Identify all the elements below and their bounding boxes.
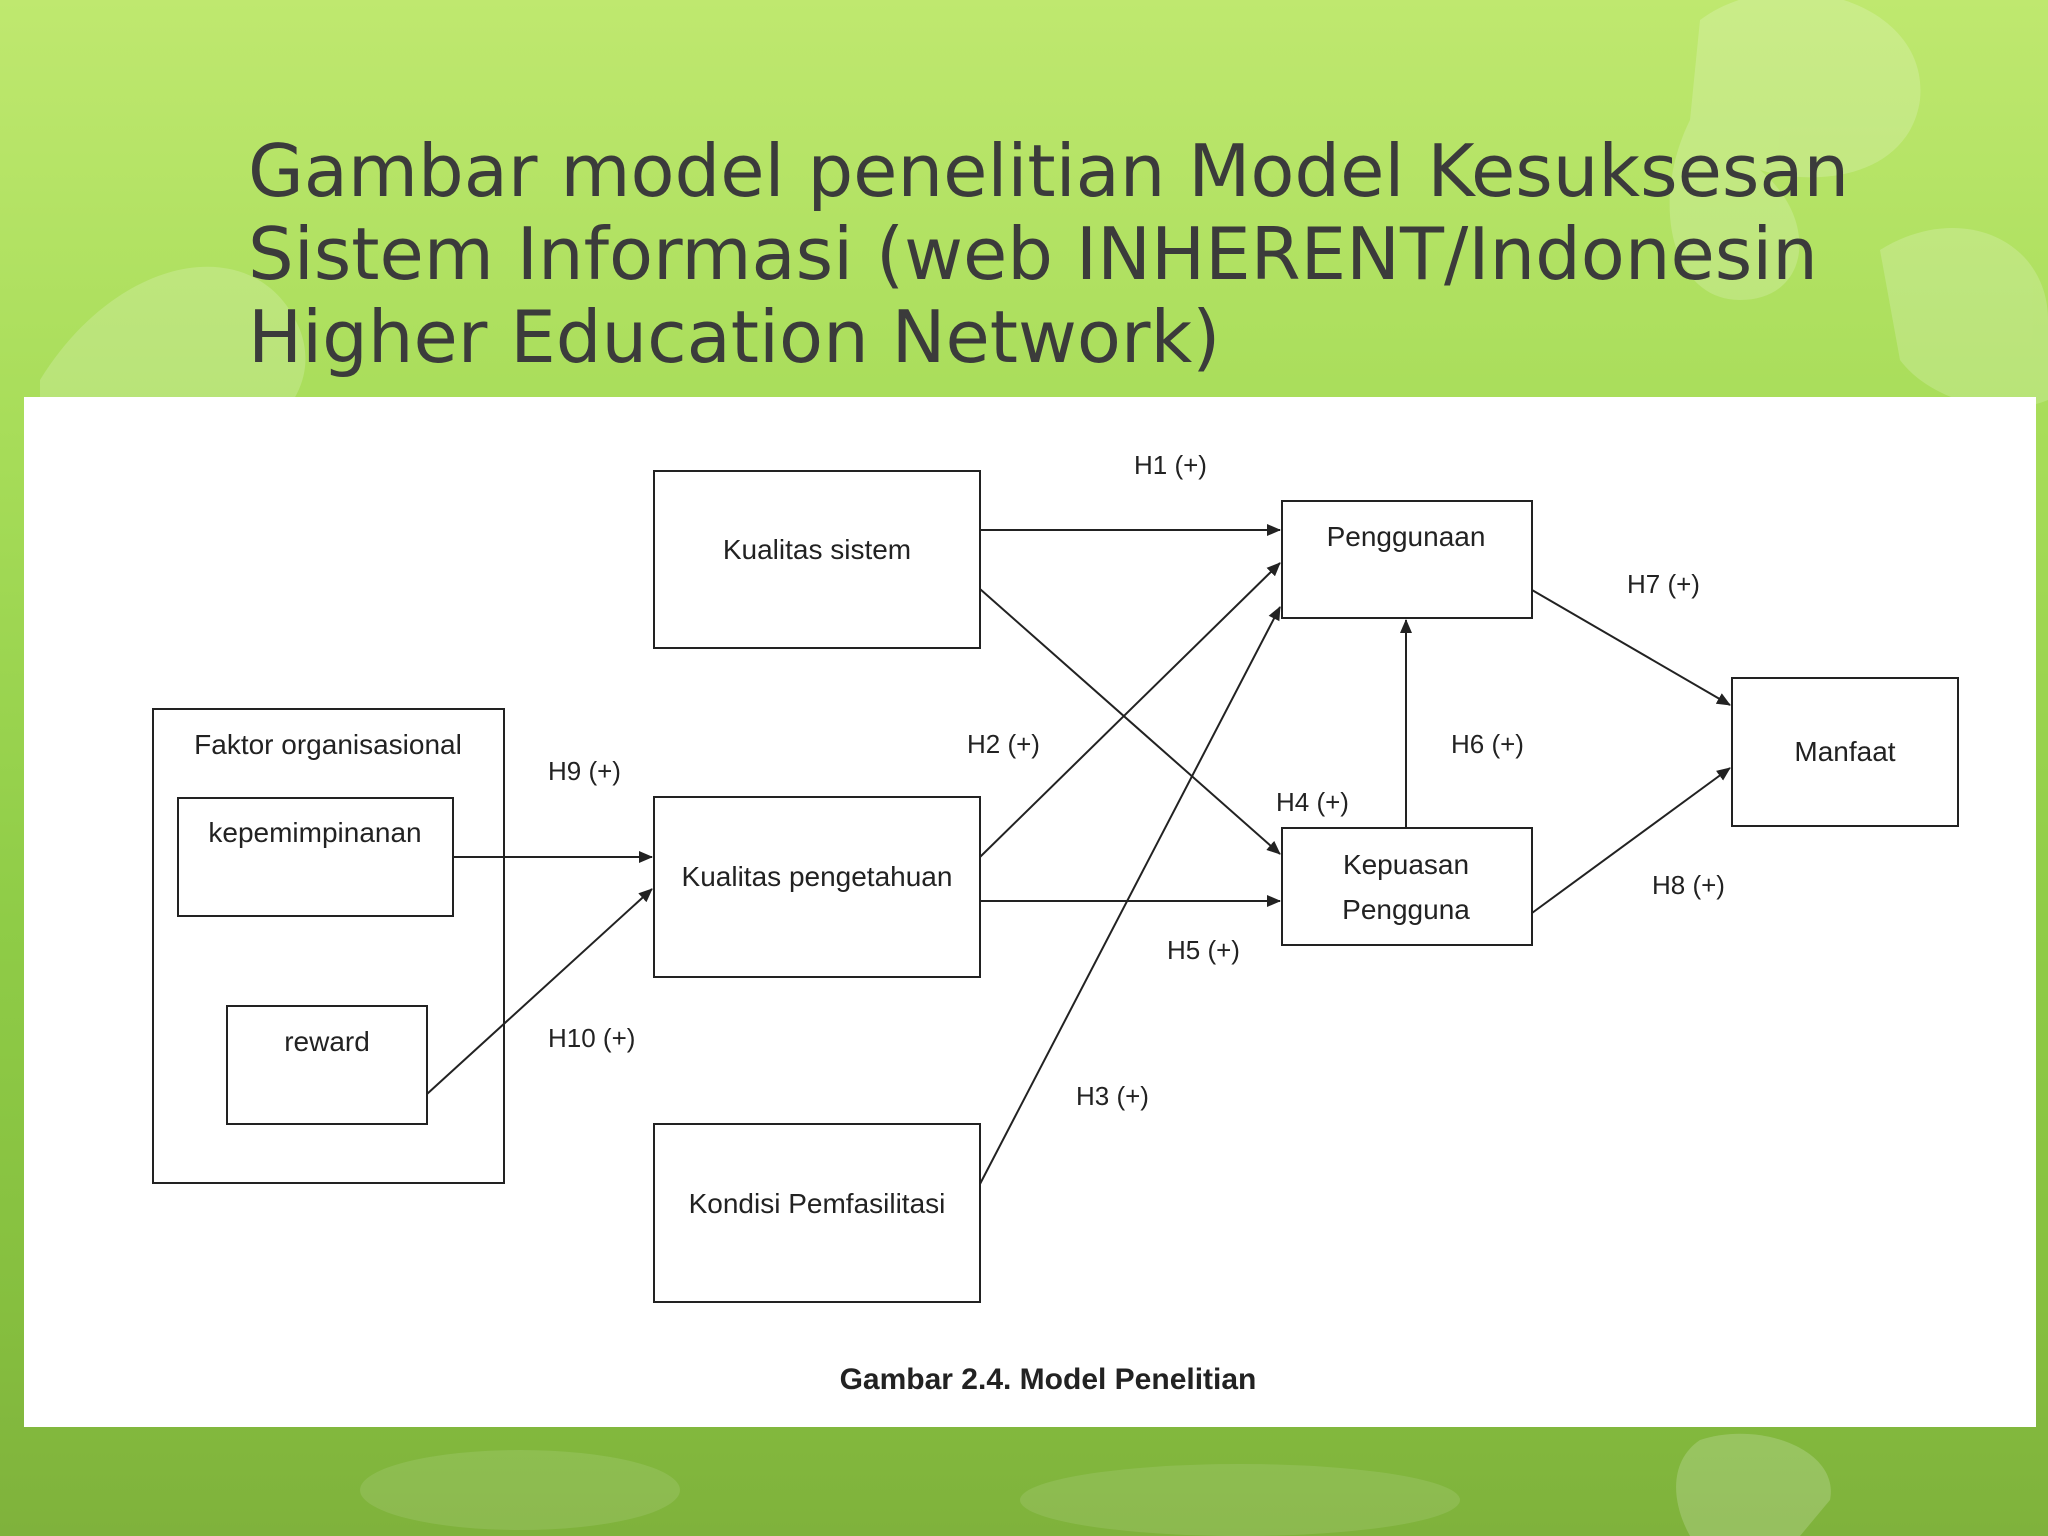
node-kepemimpinanan — [177, 797, 454, 917]
node-reward — [226, 1005, 428, 1125]
node-kepuasan-pengguna — [1281, 827, 1533, 946]
hypothesis-h1: H1 (+) — [1134, 450, 1207, 480]
label-kualitas-pengetahuan: Kualitas pengetahuan — [682, 861, 953, 892]
hypothesis-h3: H3 (+) — [1076, 1081, 1149, 1111]
research-model-figure: Kualitas sistem Kualitas pengetahuan Kon… — [24, 397, 2036, 1427]
label-kepemimpinanan: kepemimpinanan — [208, 817, 421, 848]
hypothesis-h6: H6 (+) — [1451, 729, 1524, 759]
label-manfaat: Manfaat — [1794, 736, 1895, 767]
label-kualitas-sistem: Kualitas sistem — [723, 534, 911, 565]
arrow-h3 — [979, 606, 1281, 1185]
butterfly-decoration-right — [1880, 227, 2048, 408]
node-penggunaan — [1281, 500, 1533, 619]
arrow-h8 — [1531, 767, 1731, 914]
node-faktor-organisasional — [152, 708, 505, 1184]
hypothesis-h10: H10 (+) — [548, 1023, 635, 1053]
figure-caption: Gambar 2.4. Model Penelitian — [840, 1363, 1257, 1396]
label-faktor-organisasional: Faktor organisasional — [194, 729, 462, 760]
hypothesis-h5: H5 (+) — [1167, 935, 1240, 965]
arrow-h10 — [426, 888, 653, 1095]
hypothesis-h9: H9 (+) — [548, 756, 621, 786]
label-reward: reward — [284, 1026, 370, 1057]
butterfly-decoration-top-right — [1669, 0, 1921, 300]
node-manfaat — [1731, 677, 1959, 827]
hypothesis-h7: H7 (+) — [1627, 569, 1700, 599]
arrow-h7 — [1531, 589, 1731, 706]
label-kepuasan-line-2: Pengguna — [1342, 894, 1470, 925]
arrow-h4 — [979, 588, 1281, 855]
title-line-2: Sistem Informasi (web INHERENT/Indonesin — [248, 212, 1818, 296]
label-kondisi-pemfasilitasi: Kondisi Pemfasilitasi — [689, 1188, 946, 1219]
label-kepuasan-line-1: Kepuasan — [1343, 849, 1469, 880]
title-line-3: Higher Education Network) — [248, 295, 1221, 379]
hypothesis-h2: H2 (+) — [967, 729, 1040, 759]
research-model-diagram: Kualitas sistem Kualitas pengetahuan Kon… — [152, 450, 1959, 1396]
butterfly-decoration-bottom — [1676, 1433, 1831, 1536]
node-kondisi-pemfasilitasi — [653, 1123, 981, 1303]
hypothesis-h4: H4 (+) — [1276, 787, 1349, 817]
leaf-decoration — [360, 1450, 680, 1530]
leaf-decoration — [1020, 1464, 1460, 1536]
slide-title: Gambar model penelitian Model Kesuksesan… — [248, 130, 1888, 379]
label-penggunaan: Penggunaan — [1327, 521, 1486, 552]
node-kualitas-sistem — [653, 470, 981, 649]
node-kualitas-pengetahuan — [653, 796, 981, 978]
hypothesis-h8: H8 (+) — [1652, 870, 1725, 900]
arrow-h2 — [979, 562, 1281, 858]
title-line-1: Gambar model penelitian Model Kesuksesan — [248, 129, 1850, 213]
